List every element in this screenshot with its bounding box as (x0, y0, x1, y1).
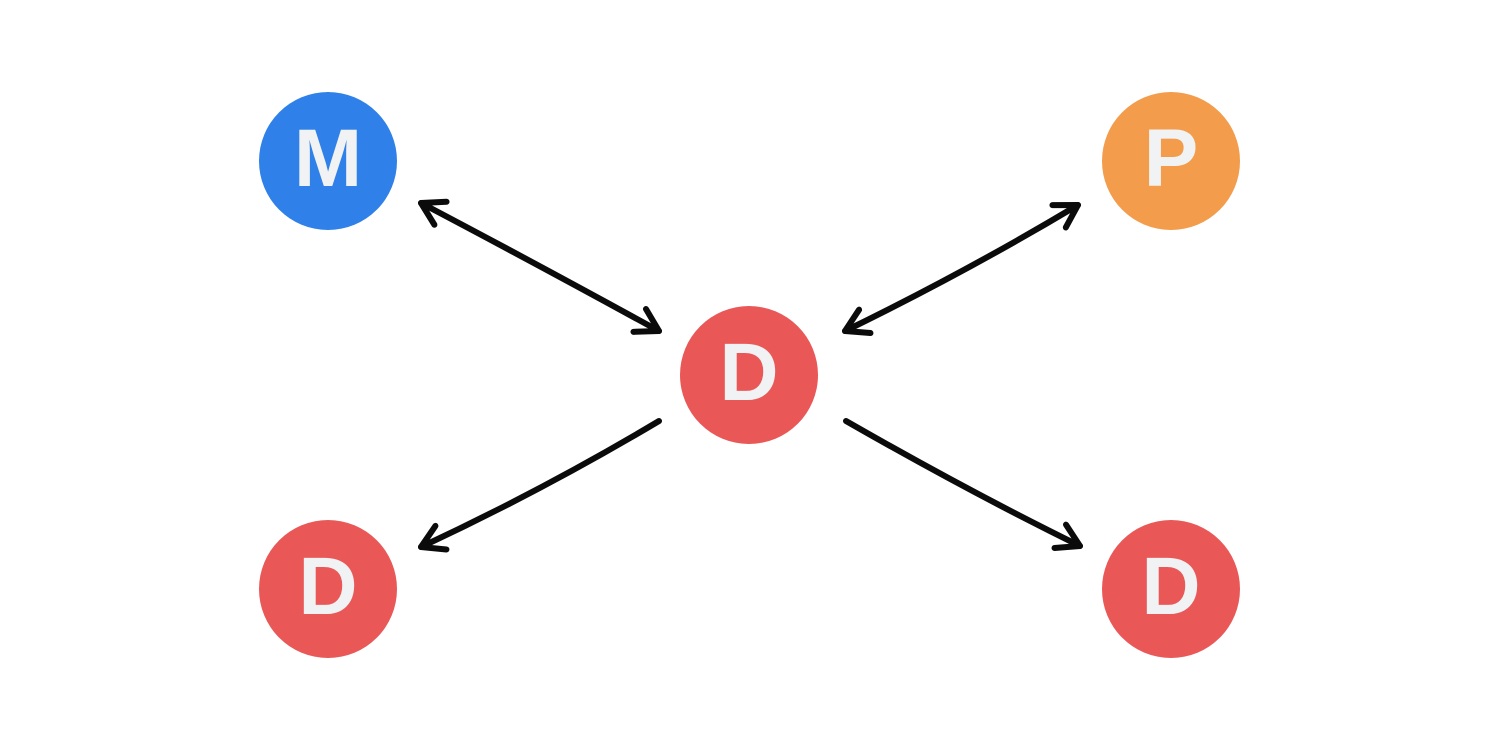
node-d-bottom-left-label: D (298, 541, 358, 632)
edge-dcenter-p-bidirectional (842, 202, 1081, 337)
node-p-label: P (1143, 113, 1199, 204)
node-m: M (259, 92, 397, 230)
node-d-bottom-left: D (259, 520, 397, 658)
node-p: P (1102, 92, 1240, 230)
node-d-center-label: D (719, 327, 779, 418)
node-d-center: D (680, 306, 818, 444)
edge-dcenter-dbottomleft-oneway (418, 418, 662, 553)
node-m-label: M (293, 113, 363, 204)
node-d-bottom-right-label: D (1141, 541, 1201, 632)
node-d-bottom-right: D (1102, 520, 1240, 658)
edge-m-dcenter-bidirectional (418, 198, 662, 335)
edge-dcenter-dbottomright-oneway (843, 418, 1083, 551)
